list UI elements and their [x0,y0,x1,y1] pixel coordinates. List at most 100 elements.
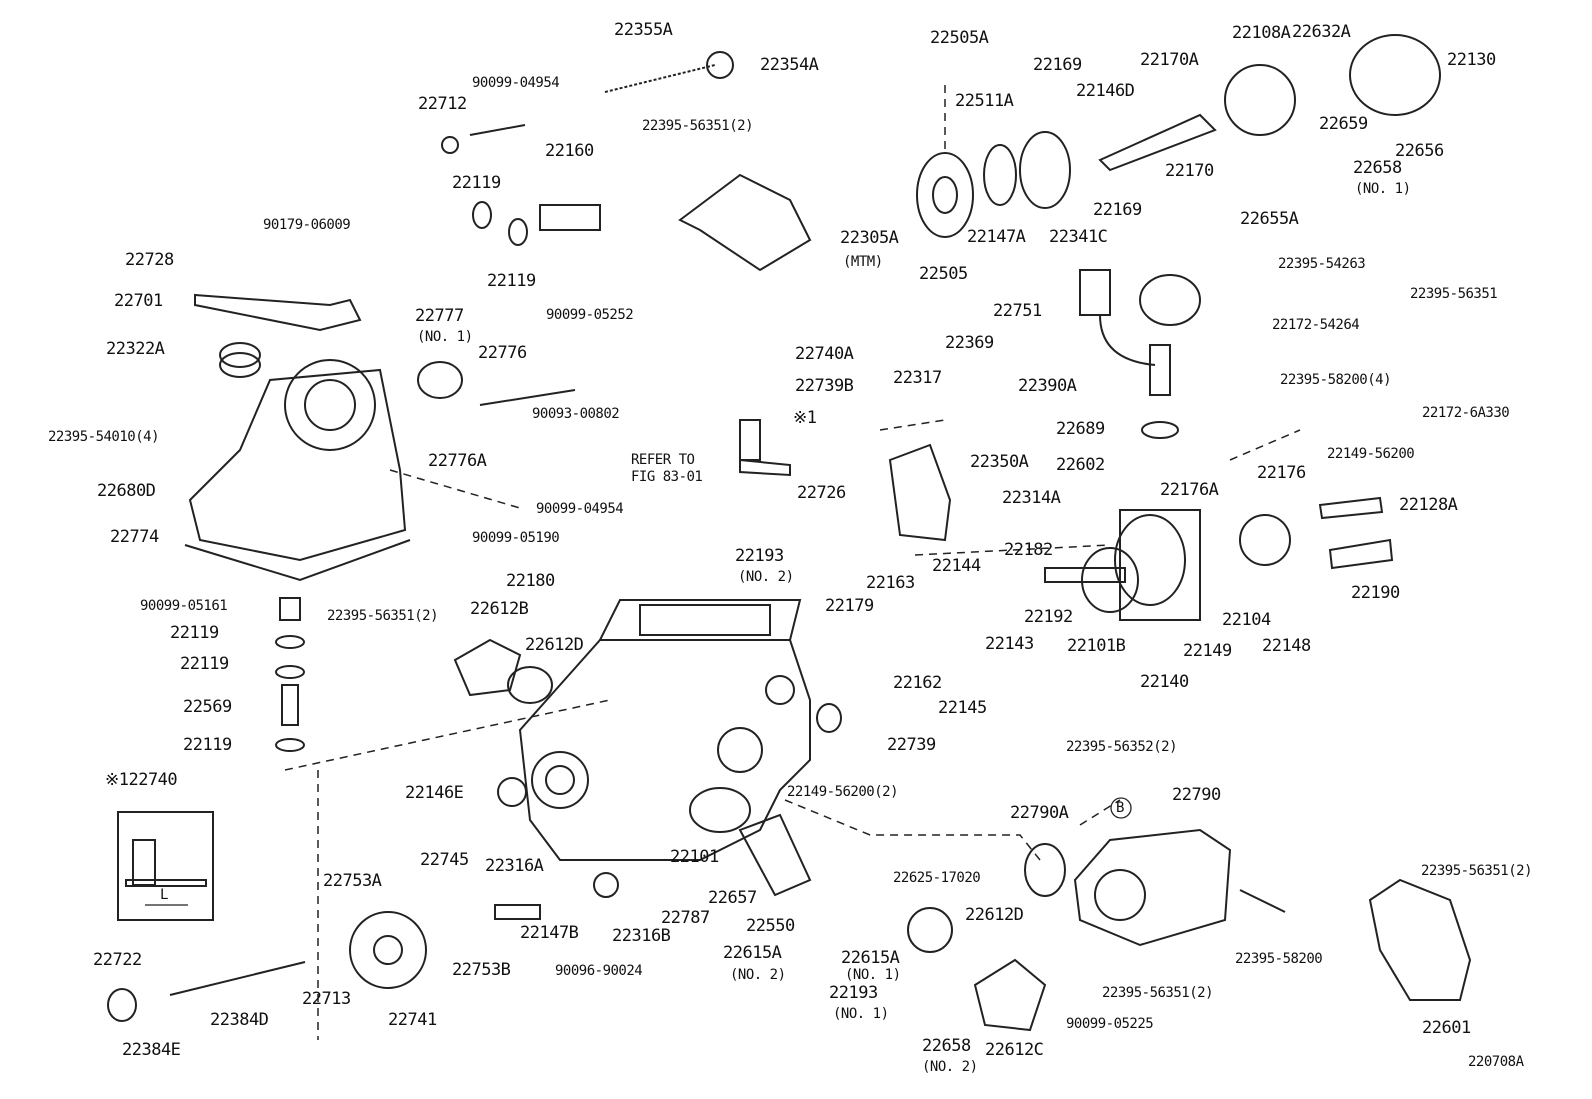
part-label: 22193 [735,546,784,566]
part-label: 22753A [323,871,382,891]
part-label: 22751 [993,301,1042,321]
part-label: 22162 [893,673,942,693]
part-label: 22790 [1172,785,1221,805]
part-label: 22316A [485,856,544,876]
part-label: 22143 [985,634,1034,654]
part-label: 22104 [1222,610,1271,630]
part-label: 22354A [760,55,819,75]
part-label: 22787 [661,908,710,928]
part-label: 22170 [1165,161,1214,181]
part-label: 90099-05190 [472,530,560,546]
part-label: 22182 [1004,540,1053,560]
part-label: 22350A [970,452,1029,472]
part-label: (NO. 2) [922,1059,978,1075]
part-label: 22101B [1067,636,1126,656]
part-label: 22689 [1056,419,1105,439]
part-label: (NO. 1) [845,967,901,983]
part-label: 22169 [1093,200,1142,220]
timer-drawing [888,443,1472,1001]
part-label: 22612B [470,599,529,619]
part-label: 22505 [919,264,968,284]
part-label: 22658 [922,1036,971,1056]
part-label: 22739B [795,376,854,396]
part-label: 22384E [122,1040,181,1060]
part-label: 22615A [723,943,782,963]
part-label: 22160 [545,141,594,161]
part-label: 22193 [829,983,878,1003]
part-label: 22776A [428,451,487,471]
part-label: 22149 [1183,641,1232,661]
part-label: 22739 [887,735,936,755]
part-label: 22774 [110,527,159,547]
part-label: 22147A [967,227,1026,247]
part-label: 22322A [106,339,165,359]
part-label: 22753B [452,960,511,980]
part-label: 22144 [932,556,981,576]
part-label: 22305A [840,228,899,248]
callout-circle-b [1110,797,1132,819]
part-label: 22656 [1395,141,1444,161]
head-drawing [1044,496,1394,621]
part-label: 22722 [93,950,142,970]
part-label: 22128A [1399,495,1458,515]
part-label: 22314A [1002,488,1061,508]
refer-note-line1: REFER TO [631,452,695,468]
figure-code: 220708A [1468,1054,1524,1070]
part-label: 22745 [420,850,469,870]
part-label: 22119 [170,623,219,643]
inset-detail-drawing [117,811,214,921]
part-label: (MTM) [843,254,883,270]
part-label: 22615A [841,948,900,968]
part-label: 22612D [525,635,584,655]
part-label: 22341C [1049,227,1108,247]
part-label: 22192 [1024,607,1073,627]
part-label: 90099-05225 [1066,1016,1154,1032]
part-label: 90096-90024 [555,963,643,979]
part-label: 22395-56351(2) [642,118,754,134]
part-label: 22180 [506,571,555,591]
part-label: 22511A [955,91,1014,111]
part-label: 22149-56200 [1327,446,1415,462]
part-label: 22395-56351 [1410,286,1498,302]
part-label: 22179 [825,596,874,616]
part-label: 22145 [938,698,987,718]
part-label: 22163 [866,573,915,593]
part-label: (NO. 1) [417,329,473,345]
dashed-leaders [284,85,1301,1040]
part-label: 22625-17020 [893,870,981,886]
part-label: 22728 [125,250,174,270]
part-label: 90099-05252 [546,307,634,323]
refer-note-line2: FIG 83-01 [631,469,703,485]
misc-parts-drawing [107,51,1286,1032]
part-label: 22612C [985,1040,1044,1060]
part-label: (NO. 2) [738,569,794,585]
part-label: 22776 [478,343,527,363]
part-label: 22384D [210,1010,269,1030]
part-label: 22680D [97,481,156,501]
part-label: 22712 [418,94,467,114]
part-label: 90099-05161 [140,598,228,614]
part-label: 22395-54010(4) [48,429,160,445]
part-label: 22146E [405,783,464,803]
part-label: 22176 [1257,463,1306,483]
part-label: 22569 [183,697,232,717]
part-label: 22317 [893,368,942,388]
part-label: 90093-00802 [532,406,620,422]
part-label: 22659 [1319,114,1368,134]
part-label: (NO. 2) [730,967,786,983]
part-label: 22119 [180,654,229,674]
part-label: 22726 [797,483,846,503]
part-label: 90099-04954 [536,501,624,517]
part-label: 22395-56351(2) [1102,985,1214,1001]
part-label: 22395-56352(2) [1066,739,1178,755]
part-label: 22169 [1033,55,1082,75]
inset-dimension-label: L [160,887,168,903]
part-label: 22140 [1140,672,1189,692]
part-label: 90179-06009 [263,217,351,233]
part-label: ※1 [793,408,817,428]
part-label: 22612D [965,905,1024,925]
part-label: 22172-54264 [1272,317,1360,333]
part-label: 22395-54263 [1278,256,1366,272]
part-label: 22395-58200(4) [1280,372,1392,388]
part-label: 90099-04954 [472,75,560,91]
